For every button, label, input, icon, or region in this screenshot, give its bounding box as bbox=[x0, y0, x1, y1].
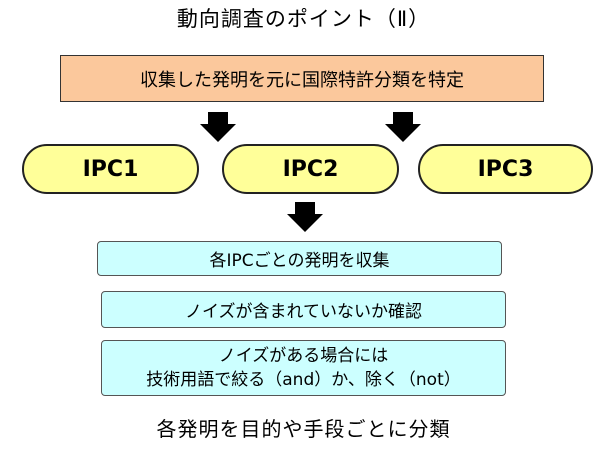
classify-footer: 各発明を目的や手段ごとに分類 bbox=[156, 417, 451, 441]
noise-filter-box: ノイズがある場合には 技術用語で絞る（and）か、除く（not） bbox=[101, 340, 506, 396]
noise-filter-line-2: 技術用語で絞る（and）か、除く（not） bbox=[146, 370, 461, 390]
down-arrow-center bbox=[287, 202, 323, 232]
ipc-class-1: IPC1 bbox=[22, 144, 199, 194]
ipc-class-2-label: IPC2 bbox=[282, 156, 339, 182]
ipc-class-3: IPC3 bbox=[418, 144, 593, 194]
check-noise-box: ノイズが含まれていないか確認 bbox=[101, 291, 506, 328]
identify-ipc-label: 収集した発明を元に国際特許分類を特定 bbox=[140, 69, 464, 91]
ipc-class-3-label: IPC3 bbox=[477, 156, 534, 182]
down-arrow-left bbox=[200, 112, 236, 142]
check-noise-label: ノイズが含まれていないか確認 bbox=[185, 302, 422, 322]
ipc-class-1-label: IPC1 bbox=[82, 156, 139, 182]
identify-ipc-box: 収集した発明を元に国際特許分類を特定 bbox=[60, 55, 544, 102]
collect-step-label: 各IPCごとの発明を収集 bbox=[209, 251, 390, 271]
ipc-class-2: IPC2 bbox=[222, 144, 399, 194]
down-arrow-right bbox=[385, 112, 421, 142]
collect-step-box: 各IPCごとの発明を収集 bbox=[97, 241, 502, 276]
page-title: 動向調査のポイント（Ⅱ） bbox=[176, 7, 431, 31]
noise-filter-line-1: ノイズがある場合には bbox=[218, 346, 389, 366]
